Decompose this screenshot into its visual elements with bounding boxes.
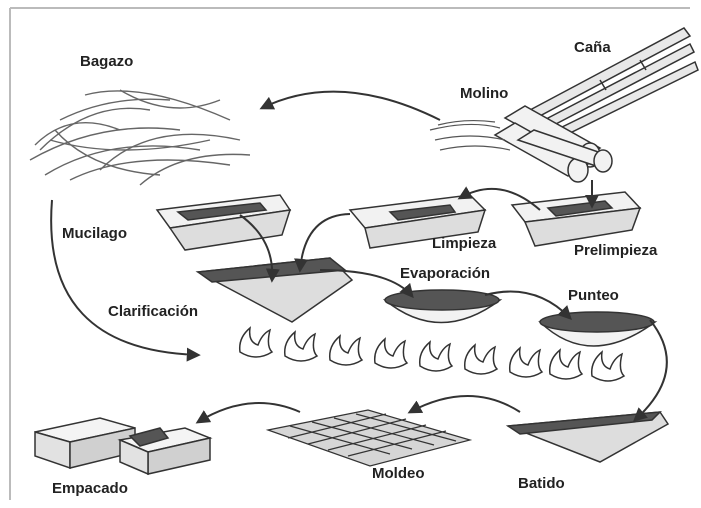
label-punteo: Punteo	[568, 287, 619, 304]
arrow-batido-to-moldeo	[410, 396, 520, 412]
label-limpieza: Limpieza	[432, 235, 497, 252]
label-moldeo: Moldeo	[372, 465, 425, 482]
label-evaporacion: Evaporación	[400, 265, 490, 282]
label-clarificacion: Clarificación	[108, 303, 198, 320]
punteo-bowl-illustration	[540, 312, 655, 346]
label-cana: Caña	[574, 39, 611, 56]
sugarcane-stalks-illustration	[530, 28, 698, 136]
precleaning-tray-illustration	[512, 192, 640, 246]
label-empacado: Empacado	[52, 480, 128, 497]
label-mucilago: Mucilago	[62, 225, 127, 242]
arrow-moldeo-to-empacado	[198, 403, 300, 422]
arrow-evaporacion-to-punteo	[485, 292, 570, 318]
label-molino: Molino	[460, 85, 508, 102]
arrow-molino-to-bagazo	[262, 92, 440, 120]
evaporation-bowl-illustration	[385, 290, 500, 323]
packaging-boxes-illustration	[35, 418, 210, 474]
label-batido: Batido	[518, 475, 565, 492]
label-bagazo: Bagazo	[80, 53, 133, 70]
molding-grid-illustration	[268, 410, 470, 466]
clarification-pan-illustration	[198, 258, 352, 322]
mucilage-tray-illustration	[157, 195, 290, 250]
arrow-punteo-to-batido	[635, 320, 667, 420]
label-prelimpieza: Prelimpieza	[574, 242, 658, 259]
bagasse-pile-illustration	[30, 90, 250, 185]
beating-tray-illustration	[508, 412, 668, 462]
